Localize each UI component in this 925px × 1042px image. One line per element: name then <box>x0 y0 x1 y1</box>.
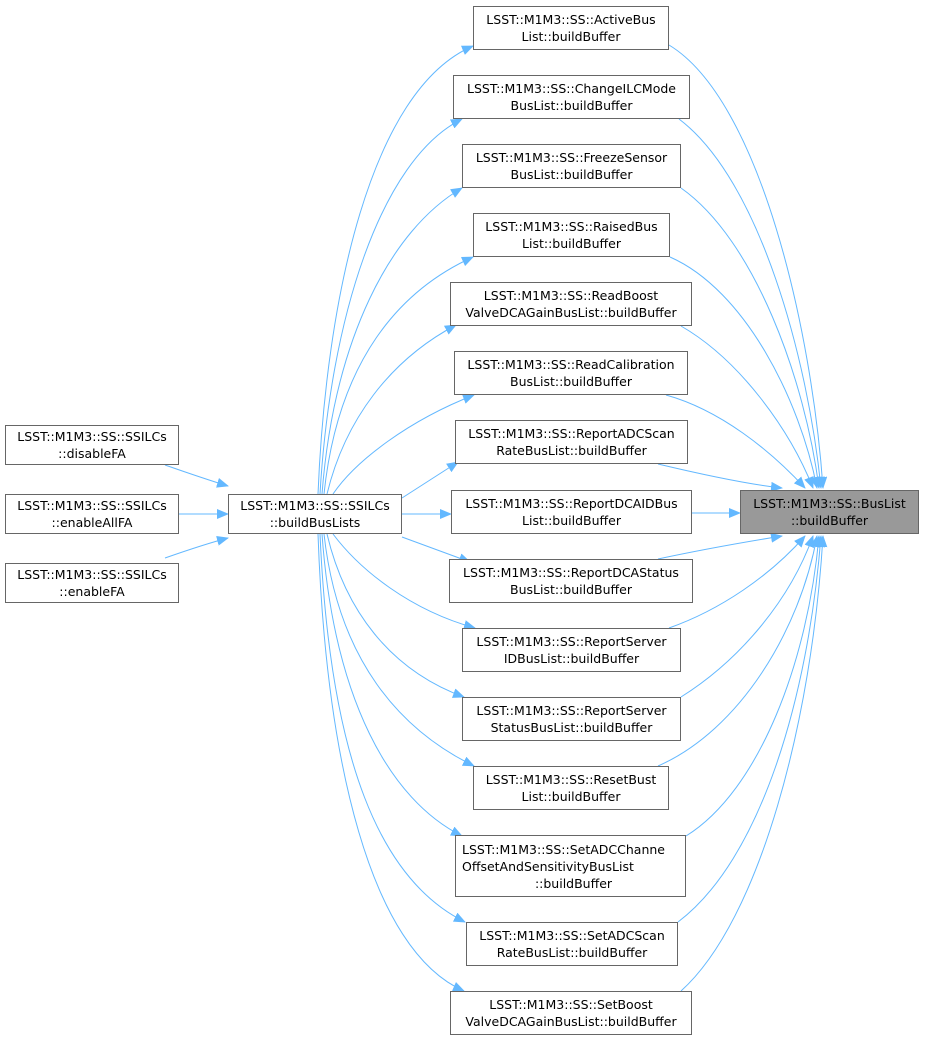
node-label-line: LSST::M1M3::SS::SetADCScan <box>479 928 665 943</box>
call-edge <box>317 533 465 992</box>
node-report-dca-status-bus-list-build-buffer[interactable]: LSST::M1M3::SS::ReportDCAStatus BusList:… <box>449 559 693 603</box>
node-freeze-sensor-bus-list-build-buffer[interactable]: LSST::M1M3::SS::FreezeSensor BusList::bu… <box>462 144 681 188</box>
node-set-adc-channel-offset-and-sensitivity-bus-list-build-buffer[interactable]: LSST::M1M3::SS::SetADCChanne OffsetAndSe… <box>455 835 686 897</box>
node-label-line: LSST::M1M3::SS::SetADCChanne <box>462 841 665 857</box>
node-label-line: IDBusList::buildBuffer <box>503 651 640 666</box>
node-label-line: LSST::M1M3::SS::ReportServer <box>476 703 667 718</box>
node-label-line: LSST::M1M3::SS::ReportServer <box>476 634 667 649</box>
call-edge <box>317 45 474 495</box>
node-ssilcs-disable-fa[interactable]: LSST::M1M3::SS::SSILCs ::disableFA <box>5 425 179 465</box>
node-label-line: List::buildBuffer <box>521 789 621 804</box>
node-label-line: LSST::M1M3::SS::ReportDCAStatus <box>463 565 679 580</box>
node-raised-bus-list-build-buffer[interactable]: LSST::M1M3::SS::RaisedBus List::buildBuf… <box>473 213 670 257</box>
node-label-line: ::enableAllFA <box>51 515 133 530</box>
node-label-line: RateBusList::buildBuffer <box>496 945 648 960</box>
node-label-line: BusList::buildBuffer <box>510 167 633 182</box>
node-label-line: LSST::M1M3::SS::SSILCs <box>240 498 390 513</box>
call-edge <box>323 533 475 767</box>
node-reset-bust-list-build-buffer[interactable]: LSST::M1M3::SS::ResetBust List::buildBuf… <box>473 766 669 810</box>
node-bus-list-build-buffer-focus: LSST::M1M3::SS::BusList ::buildBuffer <box>740 490 919 534</box>
node-label-line: List::buildBuffer <box>522 513 621 528</box>
node-label-line: LSST::M1M3::SS::ActiveBus <box>486 12 656 27</box>
call-edge <box>657 463 783 492</box>
node-label-line: OffsetAndSensitivityBusList <box>462 858 634 874</box>
node-label-line: ValveDCAGainBusList::buildBuffer <box>465 305 677 320</box>
call-edge <box>678 118 825 489</box>
node-label-line: ::enableFA <box>59 584 125 599</box>
call-edge <box>685 535 824 837</box>
call-edge <box>319 533 466 923</box>
node-label-line: LSST::M1M3::SS::ReadCalibration <box>467 357 675 372</box>
call-edge <box>401 536 471 563</box>
node-set-boost-valve-dca-gain-bus-list-build-buffer[interactable]: LSST::M1M3::SS::SetBoost ValveDCAGainBus… <box>450 991 692 1035</box>
call-edge <box>332 533 476 630</box>
node-active-bus-list-build-buffer[interactable]: LSST::M1M3::SS::ActiveBus List::buildBuf… <box>473 6 669 50</box>
call-edge <box>164 464 229 488</box>
node-read-calibration-bus-list-build-buffer[interactable]: LSST::M1M3::SS::ReadCalibration BusList:… <box>454 351 688 395</box>
node-label-line: ::buildBusLists <box>269 515 361 530</box>
call-edge <box>680 325 814 489</box>
node-label-line: LSST::M1M3::SS::SSILCs <box>17 567 167 582</box>
node-read-boost-valve-dca-gain-bus-list-build-buffer[interactable]: LSST::M1M3::SS::ReadBoost ValveDCAGainBu… <box>450 282 692 326</box>
node-label-line: LSST::M1M3::SS::BusList <box>753 496 906 511</box>
node-ssilcs-build-bus-lists[interactable]: LSST::M1M3::SS::SSILCs ::buildBusLists <box>228 494 402 534</box>
node-label-line: ::buildBuffer <box>790 513 869 528</box>
node-label-line: LSST::M1M3::SS::ResetBust <box>485 772 657 787</box>
node-report-server-id-bus-list-build-buffer[interactable]: LSST::M1M3::SS::ReportServer IDBusList::… <box>462 628 681 672</box>
node-set-adc-scan-rate-bus-list-build-buffer[interactable]: LSST::M1M3::SS::SetADCScan RateBusList::… <box>466 922 678 966</box>
call-edge <box>326 533 465 698</box>
call-edge <box>332 394 475 495</box>
call-edge <box>401 461 459 499</box>
call-edge <box>321 187 463 495</box>
node-report-server-status-bus-list-build-buffer[interactable]: LSST::M1M3::SS::ReportServer StatusBusLi… <box>462 697 681 741</box>
node-label-line: LSST::M1M3::SS::ChangeILCMode <box>466 81 676 96</box>
node-change-ilc-mode-bus-list-build-buffer[interactable]: LSST::M1M3::SS::ChangeILCMode BusList::b… <box>453 75 690 119</box>
node-label-line: LSST::M1M3::SS::SetBoost <box>489 997 653 1012</box>
node-ssilcs-enable-fa[interactable]: LSST::M1M3::SS::SSILCs ::enableFA <box>5 563 179 603</box>
call-edge <box>669 256 820 489</box>
call-edge <box>657 535 820 767</box>
node-label-line: List::buildBuffer <box>521 29 621 44</box>
node-label-line: BusList::buildBuffer <box>510 374 632 389</box>
node-label-line: BusList::buildBuffer <box>510 98 633 113</box>
node-label-line: List::buildBuffer <box>522 236 621 251</box>
call-edge <box>323 256 474 495</box>
call-edge <box>319 118 463 495</box>
node-label-line: ::disableFA <box>58 446 126 461</box>
node-label-line: LSST::M1M3::SS::ReportADCScan <box>468 426 675 441</box>
node-label-line: LSST::M1M3::SS::ReadBoost <box>483 288 659 303</box>
node-label-line: BusList::buildBuffer <box>510 582 632 597</box>
node-report-adc-scan-rate-bus-list-build-buffer[interactable]: LSST::M1M3::SS::ReportADCScan RateBusLis… <box>455 420 688 464</box>
call-edge <box>657 532 783 560</box>
node-label-line: ::buildBuffer <box>534 875 613 891</box>
call-edge <box>680 535 828 992</box>
call-edge <box>677 535 826 923</box>
node-label-line: LSST::M1M3::SS::SSILCs <box>17 498 167 513</box>
call-edge <box>164 535 229 559</box>
node-label-line: LSST::M1M3::SS::ReportDCAIDBus <box>465 496 678 511</box>
node-label-line: LSST::M1M3::SS::RaisedBus <box>485 219 658 234</box>
call-edge <box>680 535 814 698</box>
call-edge <box>665 394 806 489</box>
call-edge <box>668 535 806 629</box>
node-label-line: ValveDCAGainBusList::buildBuffer <box>465 1014 677 1029</box>
node-ssilcs-enable-all-fa[interactable]: LSST::M1M3::SS::SSILCs ::enableAllFA <box>5 494 179 534</box>
call-edge <box>321 533 463 837</box>
node-label-line: LSST::M1M3::SS::FreezeSensor <box>475 150 668 165</box>
node-label-line: LSST::M1M3::SS::SSILCs <box>17 429 167 444</box>
node-label-line: RateBusList::buildBuffer <box>496 443 647 458</box>
call-edge <box>680 187 823 489</box>
node-label-line: StatusBusList::buildBuffer <box>490 720 653 735</box>
call-edge <box>668 44 828 489</box>
node-report-dcaid-bus-list-build-buffer[interactable]: LSST::M1M3::SS::ReportDCAIDBus List::bui… <box>451 490 692 534</box>
call-edge <box>326 324 457 495</box>
